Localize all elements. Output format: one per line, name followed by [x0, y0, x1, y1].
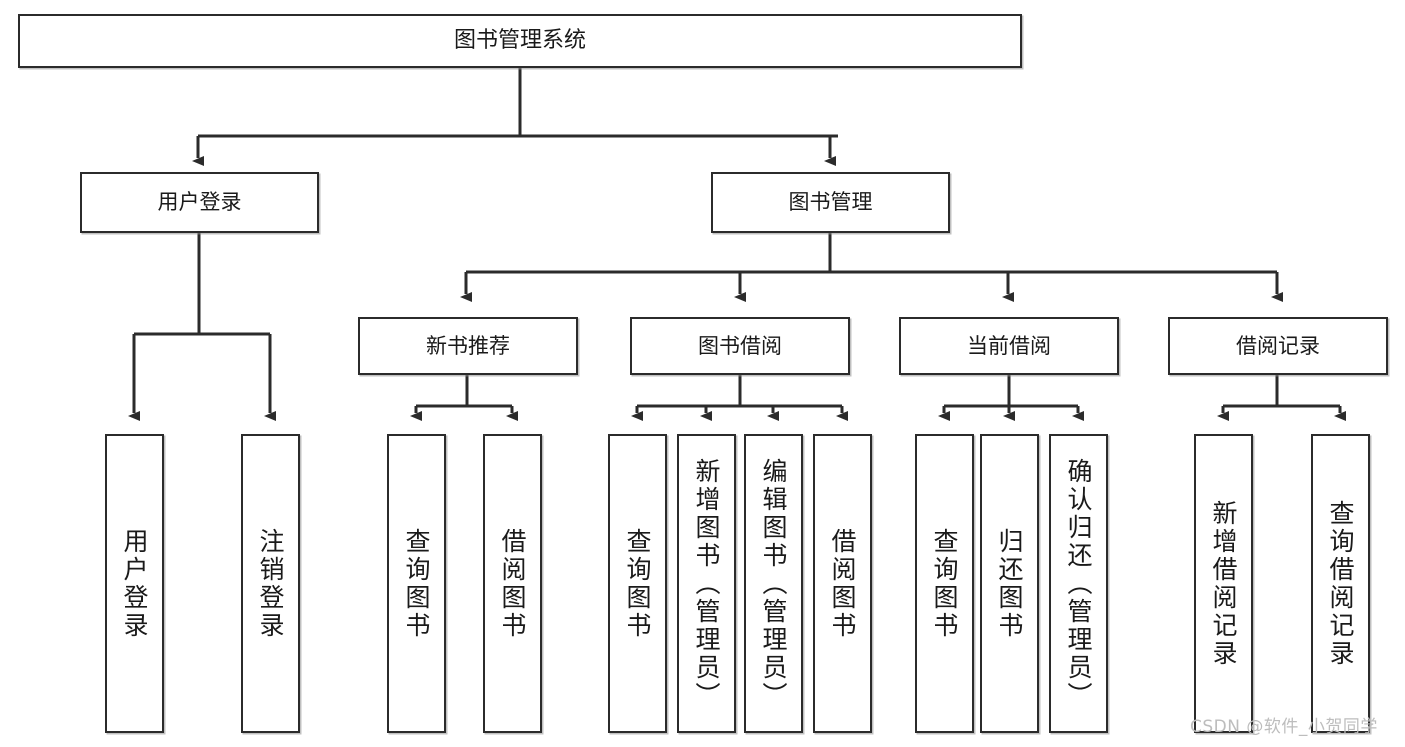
leaf-records-query-record[interactable]: 查询借阅记录 [1311, 434, 1370, 733]
node-label: 归还图书 [995, 527, 1024, 640]
node-book-borrow[interactable]: 图书借阅 [630, 317, 850, 375]
leaf-user-login-signout[interactable]: 注销登录 [241, 434, 300, 733]
node-label: 当前借阅 [967, 333, 1051, 358]
node-book-management[interactable]: 图书管理 [711, 172, 950, 233]
leaf-records-add-record[interactable]: 新增借阅记录 [1194, 434, 1253, 733]
node-label: 借阅图书 [828, 527, 857, 640]
node-label: 新增图书（管理员） [692, 457, 721, 710]
node-label: 确认归还（管理员） [1064, 457, 1093, 710]
node-label: 查询图书 [402, 527, 431, 640]
node-user-login[interactable]: 用户登录 [80, 172, 319, 233]
csdn-watermark: CSDN @软件_小贺同学 [1190, 717, 1378, 737]
node-label: 图书借阅 [698, 333, 782, 358]
node-label: 新书推荐 [426, 333, 510, 358]
node-label: 注销登录 [256, 527, 285, 640]
leaf-borrow-query-book[interactable]: 查询图书 [608, 434, 667, 733]
leaf-current-query-book[interactable]: 查询图书 [915, 434, 974, 733]
node-label: 查询图书 [623, 527, 652, 640]
node-label: 图书管理系统 [453, 28, 586, 54]
leaf-current-confirm-return-admin[interactable]: 确认归还（管理员） [1049, 434, 1108, 733]
leaf-borrow-add-book-admin[interactable]: 新增图书（管理员） [677, 434, 736, 733]
node-label: 图书管理 [788, 190, 873, 215]
node-label: 借阅记录 [1236, 333, 1320, 358]
node-borrow-records[interactable]: 借阅记录 [1168, 317, 1388, 375]
node-label: 用户登录 [120, 527, 149, 640]
leaf-current-return-book[interactable]: 归还图书 [980, 434, 1039, 733]
leaf-borrow-edit-book-admin[interactable]: 编辑图书（管理员） [744, 434, 803, 733]
node-label: 借阅图书 [498, 527, 527, 640]
leaf-newbook-query[interactable]: 查询图书 [387, 434, 446, 733]
node-label: 查询借阅记录 [1326, 499, 1355, 668]
leaf-newbook-borrow[interactable]: 借阅图书 [483, 434, 542, 733]
node-label: 用户登录 [157, 190, 242, 215]
leaf-user-login-signin[interactable]: 用户登录 [105, 434, 164, 733]
node-label: 新增借阅记录 [1209, 499, 1238, 668]
node-new-book-recommend[interactable]: 新书推荐 [358, 317, 578, 375]
node-label: 编辑图书（管理员） [759, 457, 788, 710]
node-current-borrow[interactable]: 当前借阅 [899, 317, 1119, 375]
leaf-borrow-borrow-book[interactable]: 借阅图书 [813, 434, 872, 733]
node-root-system[interactable]: 图书管理系统 [18, 14, 1022, 68]
node-label: 查询图书 [930, 527, 959, 640]
